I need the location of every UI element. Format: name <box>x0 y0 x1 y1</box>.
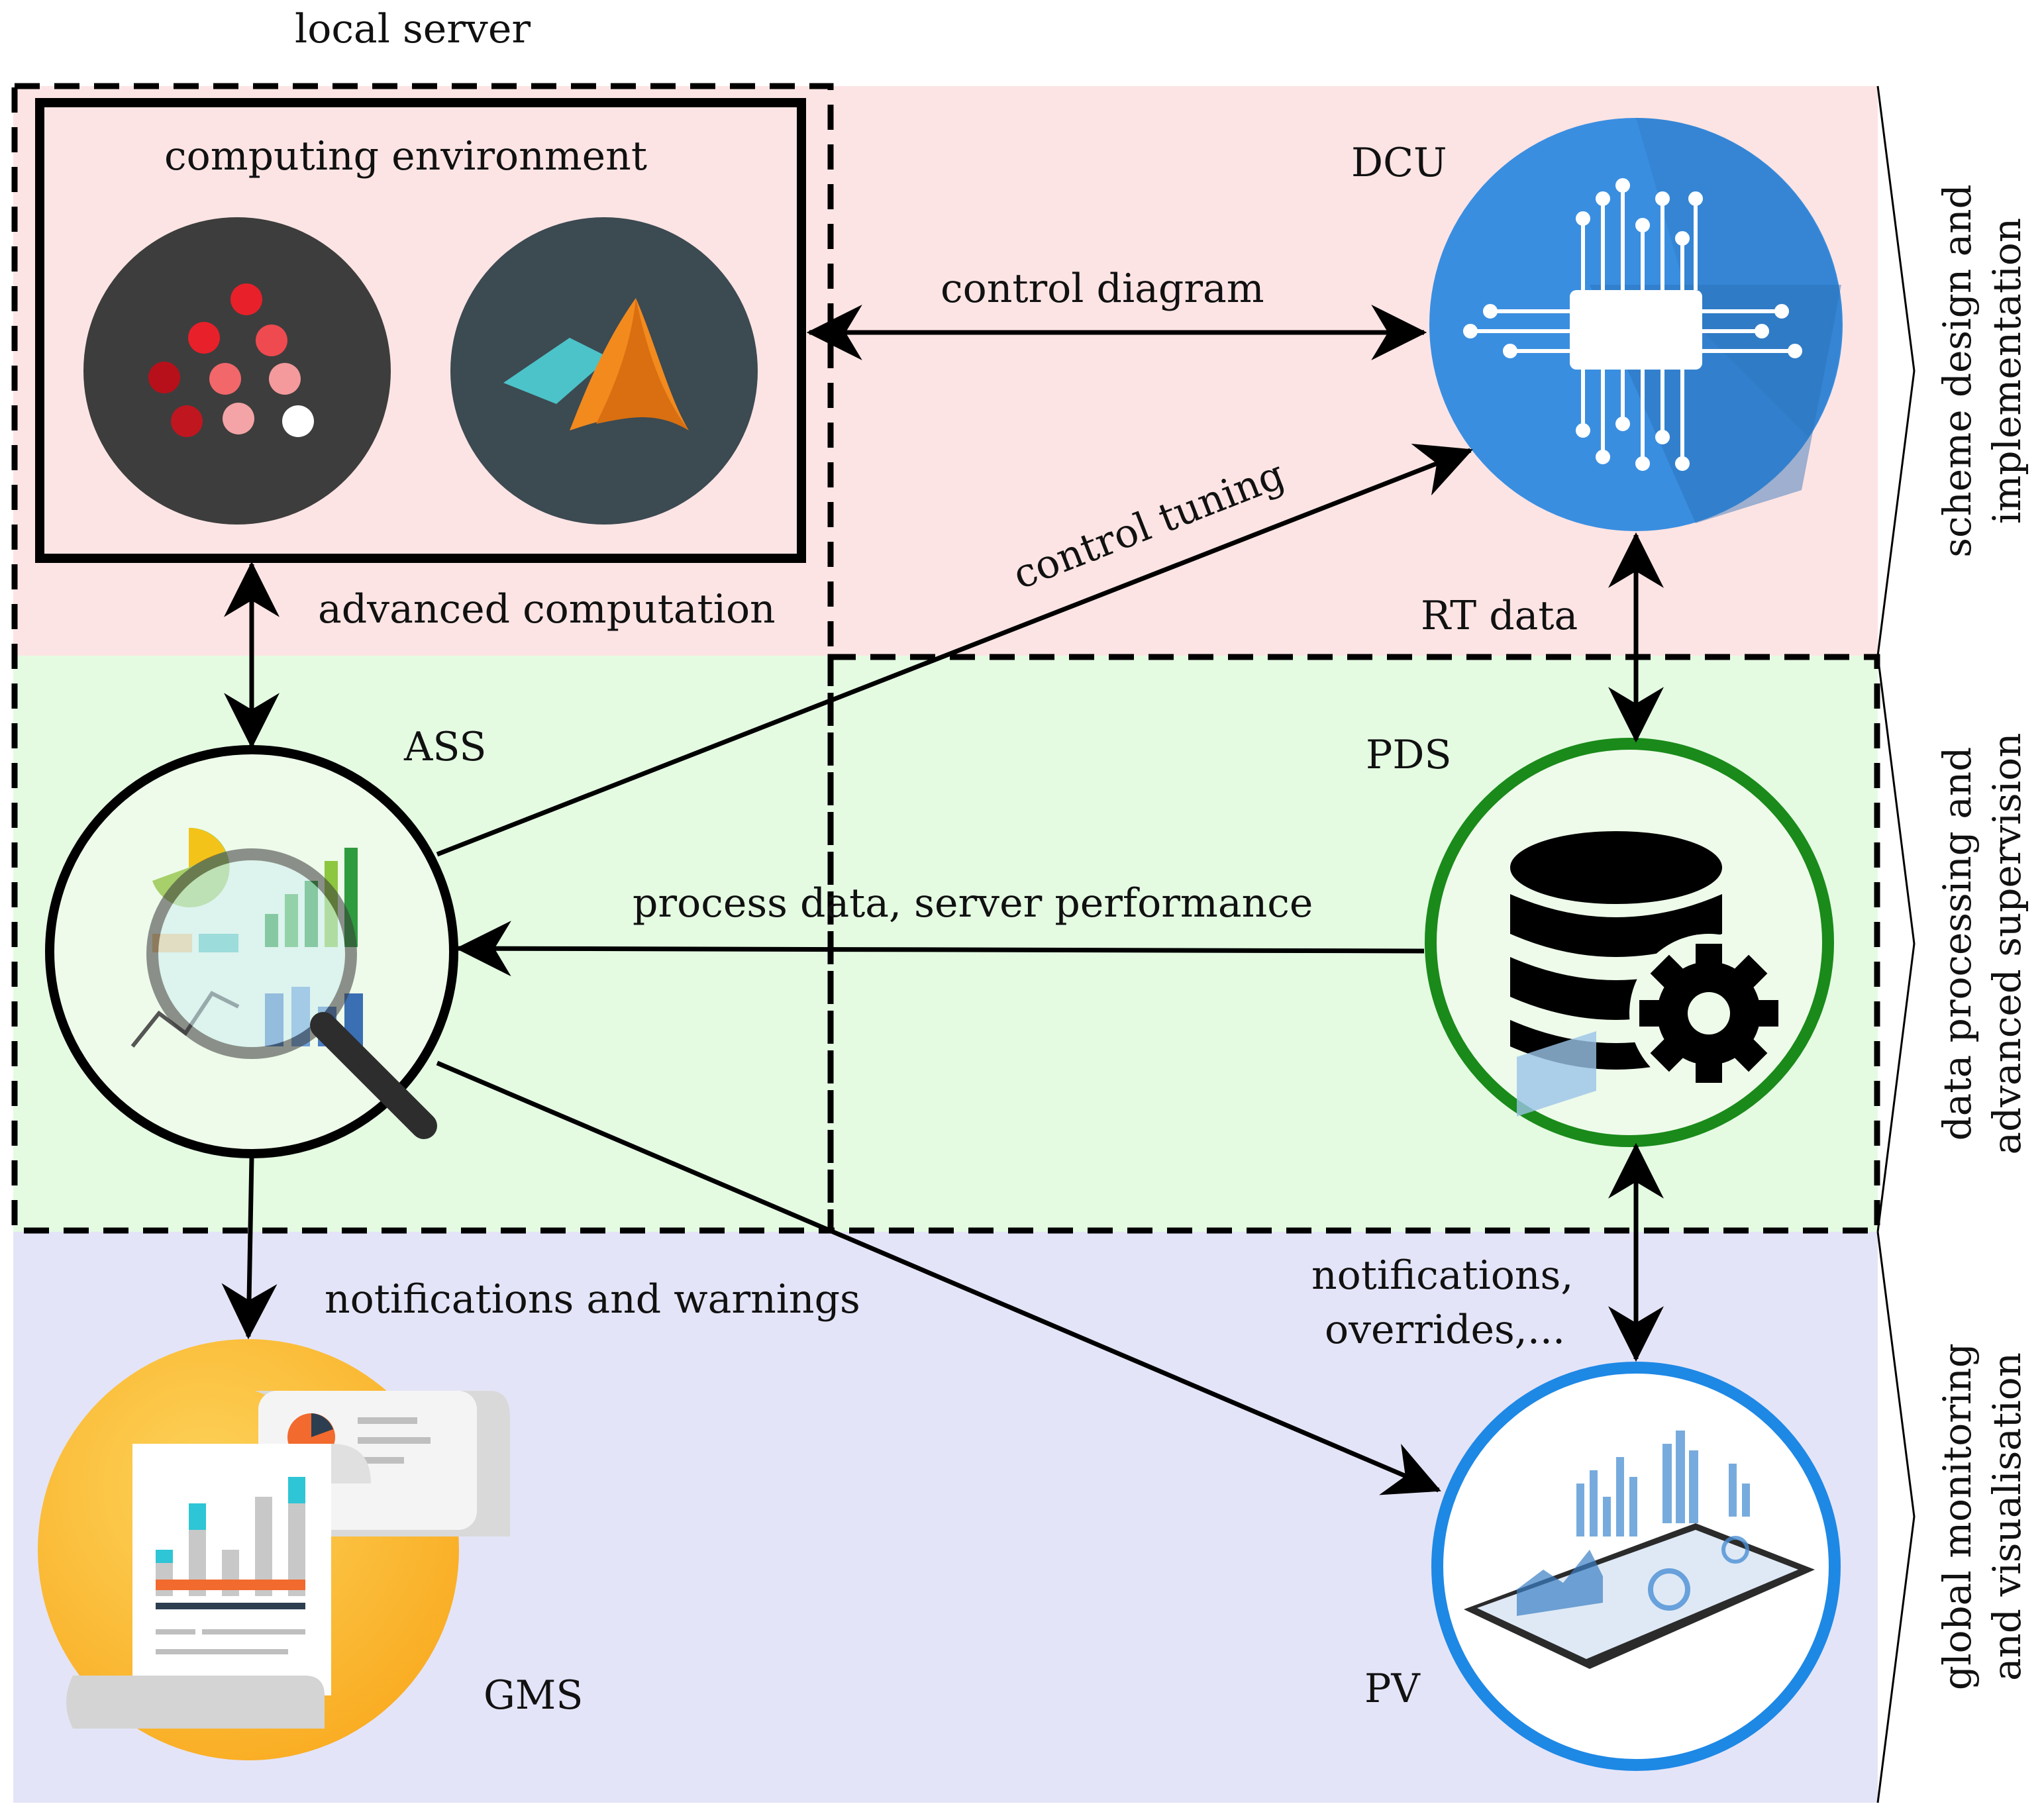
advanced-computation-label: advanced computation <box>318 586 776 632</box>
computing-environment-box <box>35 98 806 563</box>
report-icon <box>38 1339 510 1760</box>
local-server-label: local server <box>295 6 531 52</box>
ass-to-pv-arrow <box>436 1060 1441 1495</box>
lane-bottom-title-line1: global monitoring <box>1935 1343 1980 1690</box>
lane-top-title-line1: scheme design and <box>1935 184 1980 557</box>
analytics-icon <box>45 745 458 1158</box>
notifications-warnings-arrow <box>221 1157 278 1340</box>
process-data-label: process data, server performance <box>633 880 1313 927</box>
local-server-boundary <box>11 83 834 1234</box>
notifications-overrides-label-line1: notifications, <box>1311 1252 1573 1299</box>
julia-icon <box>83 217 391 525</box>
lane-middle-title-line2: advanced supervision <box>1984 733 2029 1155</box>
pv-label: PV <box>1364 1666 1421 1712</box>
matlab-icon <box>450 217 758 525</box>
database-gear-icon <box>1425 738 1834 1147</box>
gms-label: GMS <box>484 1672 583 1719</box>
pds-label: PDS <box>1366 732 1452 778</box>
lane-bottom-title-line2: and visualisation <box>1984 1352 2029 1681</box>
lane-brackets <box>1876 85 1916 1803</box>
dcu-label: DCU <box>1351 140 1447 186</box>
chip-icon <box>1429 118 1843 531</box>
control-tuning-arrow <box>436 443 1473 857</box>
computing-environment-label: computing environment <box>164 133 647 179</box>
lane-middle-title-line1: data processing and <box>1935 747 1980 1141</box>
lane-top-title-line2: implementation <box>1984 218 2029 524</box>
process-data-arrow <box>455 921 1425 977</box>
ass-label: ASS <box>403 724 486 770</box>
connectors <box>221 305 1664 1495</box>
phone-dashboard-icon <box>1431 1031 1841 1771</box>
control-diagram-label: control diagram <box>941 266 1264 312</box>
notifications-warnings-label: notifications and warnings <box>325 1276 860 1323</box>
rt-data-label: RT data <box>1421 593 1578 639</box>
notifications-overrides-label-line2: overrides,... <box>1325 1307 1565 1353</box>
